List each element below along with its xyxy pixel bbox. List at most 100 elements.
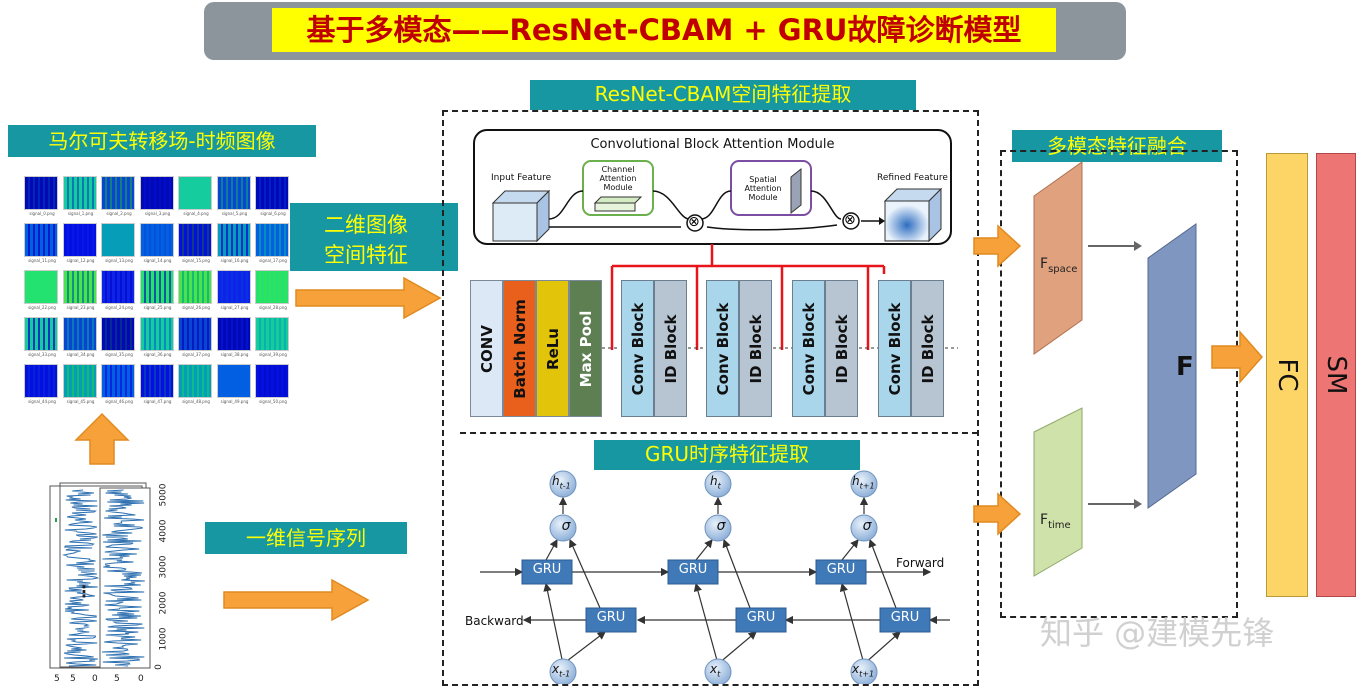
markov-image-caption: signal_50.png <box>259 399 287 404</box>
markov-image-caption: signal_1.png <box>67 211 94 216</box>
markov-image-tile <box>255 317 289 351</box>
right-arrow-icon <box>973 224 1022 268</box>
right-arrow-icon <box>973 492 1022 536</box>
markov-image-caption: signal_23.png <box>66 305 95 310</box>
markov-image-tile <box>139 317 174 351</box>
markov-image-tile <box>101 364 135 398</box>
markov-image-tile <box>216 270 251 304</box>
markov-image-caption: signal_6.png <box>260 211 286 216</box>
multiply-icon: ⊗ <box>844 212 856 228</box>
markov-image-caption: signal_37.png <box>182 352 210 357</box>
x-node: xt-1 <box>552 662 571 679</box>
markov-image-tile <box>101 317 135 351</box>
markov-image-caption: signal_27.png <box>220 305 249 310</box>
markov-image-caption: signal_45.png <box>66 399 95 404</box>
max-pool-layer: Max Pool <box>569 280 602 417</box>
sigma-node: σ <box>862 518 872 534</box>
markov-image-caption: signal_48.png <box>182 399 210 404</box>
markov-image-caption: signal_26.png <box>182 305 210 310</box>
markov-image-tile <box>24 364 58 398</box>
markov-image-caption: signal_4.png <box>183 211 209 216</box>
markov-image-tile <box>101 270 135 304</box>
h-node: ht+1 <box>852 474 875 491</box>
gru-cell: GRU <box>532 562 562 577</box>
markov-image-caption: signal_46.png <box>105 399 133 404</box>
gru-diagram <box>480 470 950 684</box>
conv-block: Conv Block <box>706 280 739 417</box>
f-space-label: Fspace <box>1040 256 1078 275</box>
fc-layer: FC <box>1266 153 1308 597</box>
markov-image-caption: signal_34.png <box>66 352 95 357</box>
markov-image-tile <box>139 270 174 304</box>
markov-image-caption: signal_24.png <box>105 305 133 310</box>
multiply-icon: ⊗ <box>688 214 700 230</box>
h-node: ht-1 <box>552 474 571 491</box>
markov-image-caption: signal_39.png <box>259 352 287 357</box>
markov-image-caption: signal_3.png <box>144 211 171 216</box>
markov-image-caption: signal_0.png <box>29 211 55 216</box>
sigma-node: σ <box>716 518 726 534</box>
right-arrow-icon <box>295 276 442 320</box>
markov-image-tile <box>24 270 58 304</box>
markov-image-tile <box>101 223 135 257</box>
markov-image-tile <box>216 223 251 257</box>
markov-image-tile <box>178 364 212 398</box>
markov-image-caption: signal_13.png <box>105 258 133 263</box>
markov-image-tile <box>101 176 135 210</box>
markov-image-tile <box>62 317 97 351</box>
page-title: 基于多模态——ResNet-CBAM + GRU故障诊断模型 <box>272 8 1056 52</box>
markov-image-tile <box>62 176 97 210</box>
signal-y-axis: 5000 4000 3000 2000 1000 0 <box>153 483 169 670</box>
fusion-box <box>1000 150 1238 618</box>
refined-feature-label: Refined Feature <box>877 173 948 183</box>
markov-image-caption: signal_5.png <box>221 211 248 216</box>
markov-image-caption: signal_49.png <box>220 399 249 404</box>
relu-layer: ReLu <box>536 280 569 417</box>
markov-image-tile <box>255 364 289 398</box>
attention-connectors <box>610 244 886 350</box>
sigma-node: σ <box>561 518 571 534</box>
h-node: ht <box>710 474 721 491</box>
markov-image-caption: signal_15.png <box>182 258 210 263</box>
markov-image-tile <box>62 364 97 398</box>
fused-feature-label: F <box>1176 352 1194 382</box>
one-d-signal-label: 一维信号序列 <box>205 522 407 554</box>
x-node: xt <box>710 662 721 679</box>
markov-image-tile <box>139 176 174 210</box>
x-node: xt+1 <box>852 662 875 679</box>
fusion-shapes <box>1033 161 1197 577</box>
markov-image-tile <box>62 223 97 257</box>
conv-block: Conv Block <box>878 280 911 417</box>
markov-image-caption: signal_33.png <box>28 352 56 357</box>
markov-image-label: 马尔可夫转移场-时频图像 <box>8 125 316 157</box>
feature-extraction-box <box>442 110 979 686</box>
input-feature-label: Input Feature <box>491 173 552 183</box>
markov-image-tile <box>62 270 97 304</box>
signal-ellipsis: ⋮ <box>76 582 92 601</box>
gru-cell: GRU <box>826 562 856 577</box>
gru-section-label: GRU时序特征提取 <box>594 440 860 470</box>
up-arrow-icon <box>74 412 130 465</box>
id-block: ID Block <box>739 280 772 417</box>
cbam-module: Convolutional Block Attention Module Inp… <box>473 129 952 245</box>
backward-label: Backward <box>465 614 524 628</box>
markov-image-tile <box>178 223 212 257</box>
markov-image-caption: signal_14.png <box>143 258 172 263</box>
block-dashes <box>602 347 958 349</box>
forward-label: Forward <box>896 556 945 570</box>
markov-image-caption: signal_17.png <box>259 258 287 263</box>
conv-layer: CONV <box>470 280 503 417</box>
markov-image-tile <box>24 176 58 210</box>
markov-image-caption: signal_12.png <box>66 258 95 263</box>
markov-image-caption: signal_25.png <box>143 305 172 310</box>
resnet-section-label: ResNet-CBAM空间特征提取 <box>530 80 916 110</box>
signal-plot: ⋮ 5000 4000 3000 2000 1000 0 5 5 0 5 0 <box>48 478 170 686</box>
markov-image-tile <box>216 364 251 398</box>
markov-image-caption: signal_11.png <box>28 258 56 263</box>
markov-image-caption: signal_38.png <box>220 352 249 357</box>
gru-cell: GRU <box>746 610 776 625</box>
markov-image-tile <box>255 270 289 304</box>
markov-image-caption: signal_47.png <box>143 399 172 404</box>
